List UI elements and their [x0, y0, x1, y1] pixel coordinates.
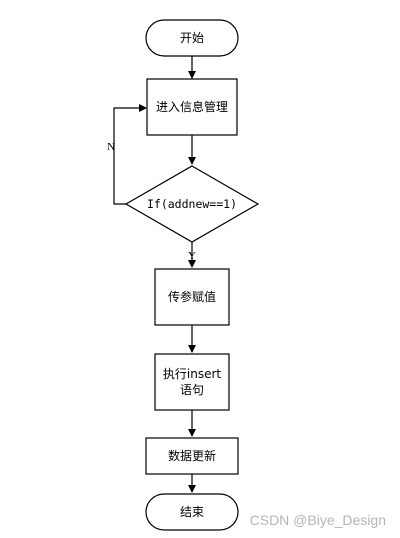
- yes-branch-label: Y: [188, 250, 196, 262]
- process-execute-insert: 执行insert 语句: [154, 353, 230, 411]
- process-data-update-label: 数据更新: [168, 448, 216, 463]
- process-enter-info-management: 进入信息管理: [146, 78, 238, 136]
- end-label: 结束: [180, 505, 204, 519]
- process-execute-insert-label-1: 执行insert: [163, 367, 222, 381]
- end-terminator: 结束: [145, 493, 239, 531]
- decision-addnew: If(addnew==1): [124, 165, 260, 243]
- start-label: 开始: [180, 31, 204, 45]
- no-branch-label: N: [107, 141, 115, 153]
- process-pass-params: 传参赋值: [154, 268, 230, 326]
- decision-addnew-label: If(addnew==1): [147, 197, 237, 211]
- process-pass-params-label: 传参赋值: [168, 289, 216, 304]
- start-terminator: 开始: [145, 19, 239, 57]
- arrow-no-loop: [113, 104, 147, 205]
- watermark: CSDN @Biye_Design: [249, 512, 386, 528]
- process-enter-info-management-label: 进入信息管理: [156, 99, 228, 114]
- process-execute-insert-label-2: 语句: [180, 383, 204, 397]
- process-data-update: 数据更新: [145, 437, 239, 475]
